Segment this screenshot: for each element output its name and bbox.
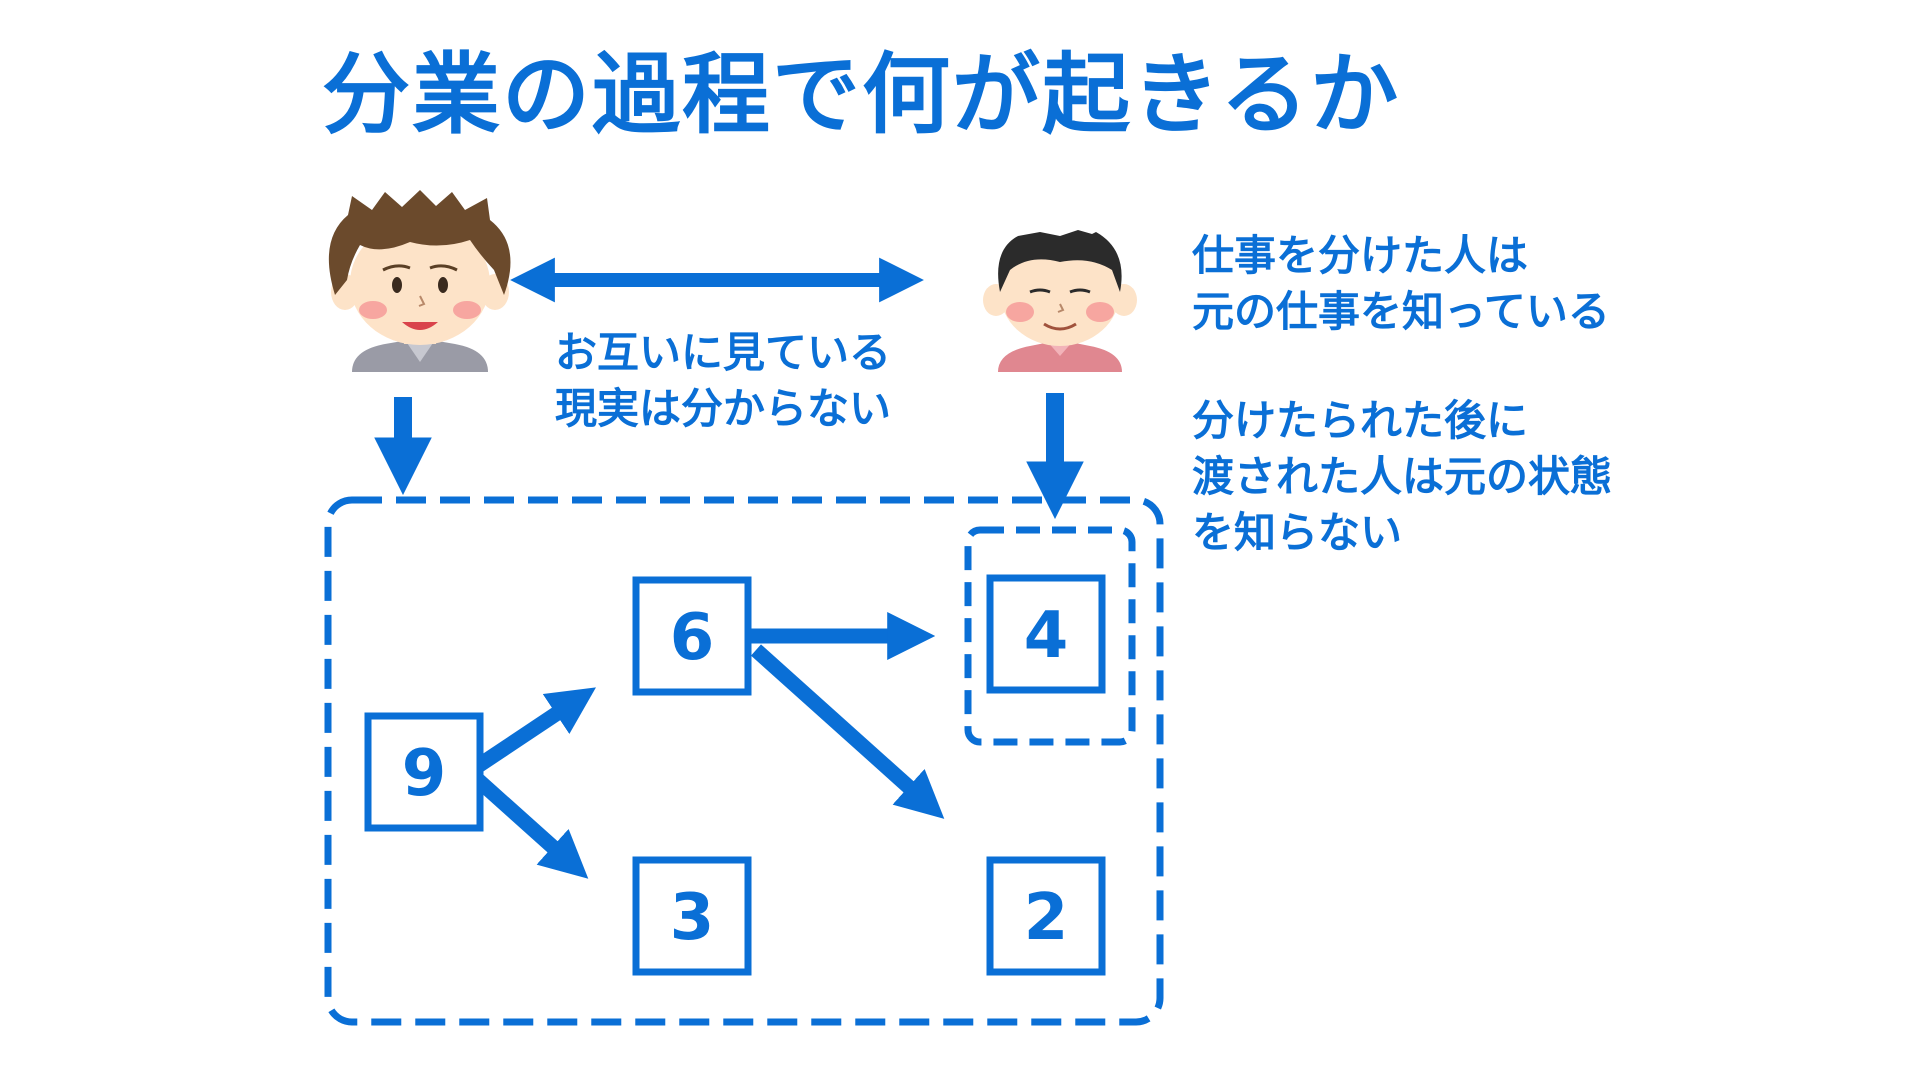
person-right-icon: [983, 230, 1137, 372]
receiver-unknown-line-2: 渡された人は元の状態: [1192, 452, 1613, 501]
box-6: 6: [632, 576, 752, 696]
box-9-label: 9: [402, 737, 447, 811]
divider-knows-note: 仕事を分けた人は 元の仕事を知っている: [1192, 228, 1610, 340]
middle-note: お互いに見ている 現実は分からない: [555, 325, 891, 437]
arrow-9-to-3: [472, 774, 589, 879]
receiver-unknown-note: 分けたられた後に 渡された人は元の状態 を知らない: [1192, 393, 1612, 561]
box-2-label: 2: [1024, 881, 1069, 955]
middle-note-line-2: 現実は分からない: [555, 384, 892, 433]
person-left-icon: [328, 190, 511, 372]
divider-knows-line-2: 元の仕事を知っている: [1192, 287, 1610, 336]
divider-knows-line-1: 仕事を分けた人は: [1192, 231, 1529, 280]
box-6-label: 6: [670, 601, 715, 675]
arrow-9-to-6: [473, 687, 596, 773]
receiver-unknown-line-3: を知らない: [1192, 508, 1403, 557]
arrow-6-to-2: [750, 644, 945, 819]
box-2: 2: [986, 856, 1106, 976]
box-3-label: 3: [670, 881, 715, 955]
box-4: 4: [986, 574, 1106, 694]
box-9: 9: [364, 712, 484, 832]
outer-dashed-frame: [324, 496, 1164, 1026]
middle-note-line-1: お互いに見ている: [555, 328, 892, 377]
receiver-unknown-line-1: 分けたられた後に: [1192, 396, 1529, 445]
inner-dashed-frame: [964, 526, 1136, 746]
box-4-label: 4: [1024, 599, 1069, 673]
page-title: 分業の過程で何が起きるか: [322, 43, 1401, 146]
box-3: 3: [632, 856, 752, 976]
